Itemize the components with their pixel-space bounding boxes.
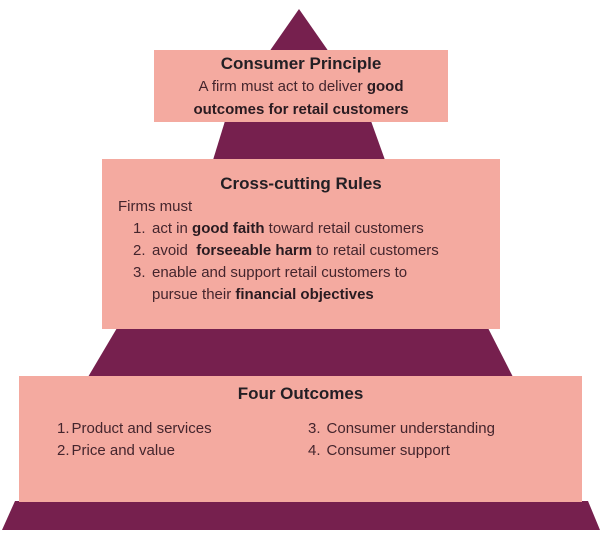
consumer-principle-title: Consumer Principle xyxy=(220,54,382,73)
consumer-principle-box: Consumer Principle A firm must act to de… xyxy=(154,50,448,122)
four-outcomes-right-column: 3. Consumer understanding 4. Consumer supp… xyxy=(308,418,495,462)
rule-1-text: act in good faith toward retail customer… xyxy=(152,218,424,240)
consumer-principle-statement: A firm must act to deliver good outcomes … xyxy=(154,75,448,121)
outcome-2-label: Price and value xyxy=(71,442,175,459)
pyramid-base-trapezoid xyxy=(2,501,600,530)
outcome-2-number: 2. xyxy=(57,442,70,459)
outcome-4: 4. Consumer support xyxy=(308,440,495,462)
consumer-principle-text-bold-2: outcomes for retail customers xyxy=(193,101,409,118)
cross-cutting-rules-box: Cross-cutting Rules Firms must 1. act in … xyxy=(102,159,500,329)
rule-2-text: avoid forseeable harm to retail customer… xyxy=(152,240,439,262)
outcome-4-label: Consumer support xyxy=(326,442,450,459)
rule-2-text-bold: forseeable harm xyxy=(196,242,313,259)
cross-cutting-rule-1: 1. act in good faith toward retail custom… xyxy=(133,218,500,240)
cross-cutting-rules-list: 1. act in good faith toward retail custom… xyxy=(133,218,500,306)
rule-3-text-line2-bold: financial objectives xyxy=(235,286,374,303)
consumer-principle-text-regular: A firm must act to deliver xyxy=(198,78,367,95)
cross-cutting-rule-2: 2. avoid forseeable harm to retail custom… xyxy=(133,240,500,262)
outcome-1: 1.Product and services xyxy=(57,418,212,440)
outcome-2: 2.Price and value xyxy=(57,440,212,462)
rule-1-text-pre: act in xyxy=(152,220,193,237)
rule-1-text-post: toward retail customers xyxy=(264,220,424,237)
rule-1-number: 1. xyxy=(133,220,146,237)
outcome-3: 3. Consumer understanding xyxy=(308,418,495,440)
outcome-1-label: Product and services xyxy=(71,420,212,437)
cross-cutting-rule-3: 3. enable and support retail customers to… xyxy=(133,262,500,306)
rule-3-text: enable and support retail customers to pu… xyxy=(152,262,407,306)
rule-2-text-pre: avoid xyxy=(152,242,197,259)
cross-cutting-rules-intro: Firms must xyxy=(118,198,193,215)
four-outcomes-columns: 1.Product and services 2.Price and value… xyxy=(19,418,582,462)
rule-2-number: 2. xyxy=(133,242,146,259)
consumer-principle-text-bold-1: good xyxy=(366,78,404,95)
rule-1-text-bold: good faith xyxy=(192,220,265,237)
four-outcomes-box: Four Outcomes 1.Product and services 2.P… xyxy=(19,376,582,502)
rule-2-text-post: to retail customers xyxy=(312,242,439,259)
outcome-3-number: 3. xyxy=(308,420,321,437)
rule-3-text-line2-pre: pursue their xyxy=(152,286,236,303)
four-outcomes-title: Four Outcomes xyxy=(237,384,364,403)
cross-cutting-rules-title: Cross-cutting Rules xyxy=(220,174,382,193)
outcome-1-number: 1. xyxy=(57,420,70,437)
pyramid-upper-trapezoid xyxy=(213,121,385,160)
four-outcomes-left-column: 1.Product and services 2.Price and value xyxy=(57,418,212,462)
outcome-3-label: Consumer understanding xyxy=(326,420,495,437)
rule-3-number: 3. xyxy=(133,264,146,281)
outcome-4-number: 4. xyxy=(308,442,321,459)
rule-3-text-line1: enable and support retail customers to xyxy=(152,264,408,281)
pyramid-lower-trapezoid xyxy=(88,328,513,377)
pyramid-apex-triangle xyxy=(269,9,329,52)
